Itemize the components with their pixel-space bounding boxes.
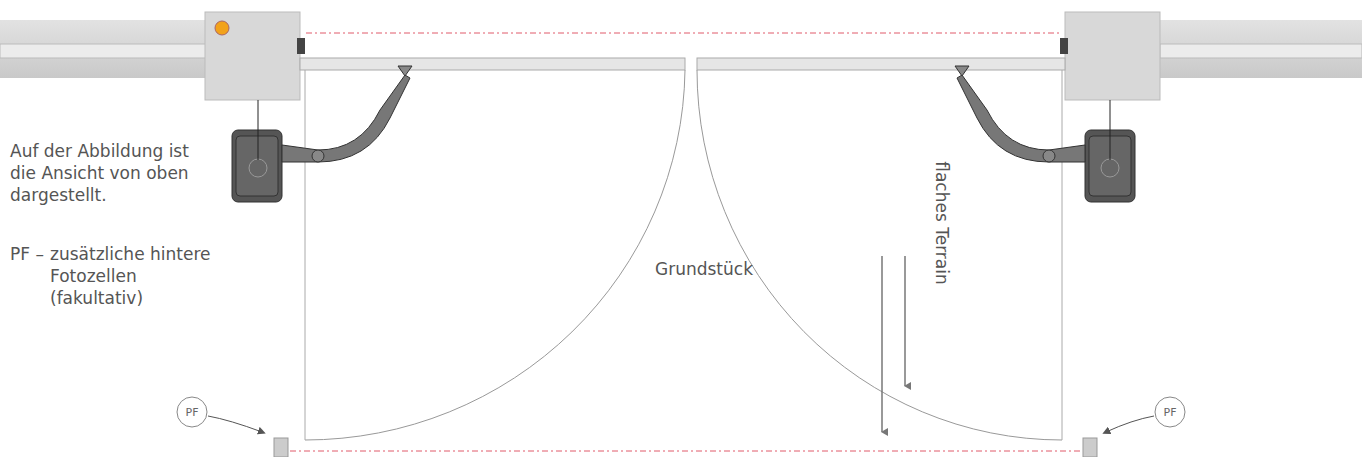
note-text: Auf der Abbildung ist die Ansicht von ob… [10, 140, 220, 206]
terrain-label: flaches Terrain [931, 161, 953, 285]
legend-key: PF – [10, 243, 50, 265]
callout-label: PF [176, 406, 208, 419]
area-label: Grundstück [655, 258, 795, 280]
photocell-marker: PF [176, 396, 208, 428]
callout-label: PF [1154, 406, 1186, 419]
photocell-marker: PF [1154, 396, 1186, 428]
legend-text: zusätzliche hintere Fotozellen (fakultat… [50, 243, 225, 309]
